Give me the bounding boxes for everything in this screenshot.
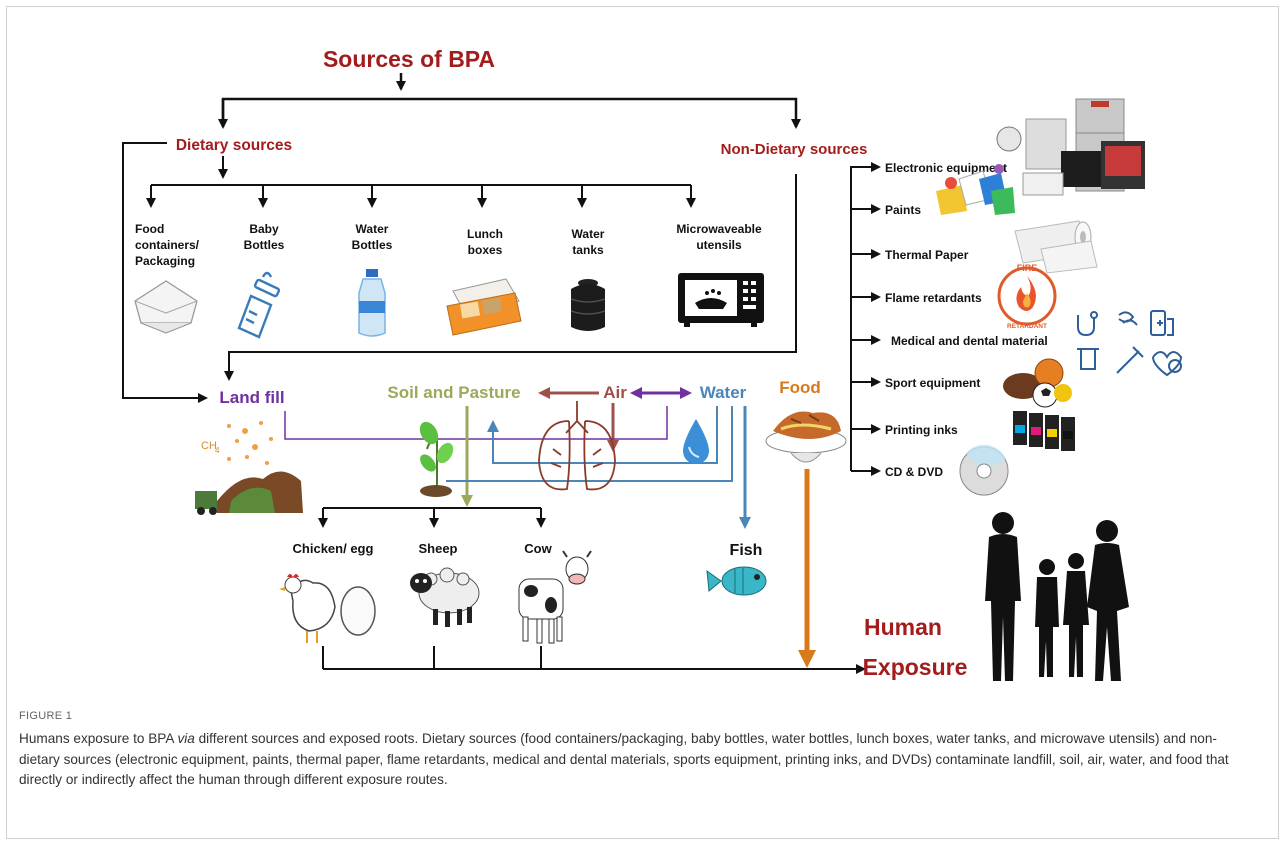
egg-icon <box>340 586 376 636</box>
dietary-label: Dietary sources <box>176 137 292 154</box>
svg-text:Packaging: Packaging <box>135 254 195 268</box>
chicken-icon <box>279 574 336 643</box>
paper-rolls-icon <box>1014 220 1098 274</box>
svg-text:containers/: containers/ <box>135 238 200 252</box>
svg-text:FIRE: FIRE <box>1017 263 1038 273</box>
svg-text:boxes: boxes <box>468 243 503 257</box>
dietary-item-water-bottles: Water Bottles <box>352 222 393 252</box>
figure-frame: Sources of BPA Dietary sources Non-Dieta… <box>6 6 1279 839</box>
lungs-icon <box>538 401 616 491</box>
svg-text:tanks: tanks <box>572 243 604 257</box>
diagram-title: Sources of BPA <box>323 46 495 72</box>
fish-icon <box>706 566 767 596</box>
dietary-branch-ticks <box>146 185 696 208</box>
plant-icon <box>419 421 454 497</box>
family-silhouette-icon <box>985 512 1129 681</box>
nondietary-item-electronics: Electronic equipment <box>885 161 1007 175</box>
landfill-icon: CH 4 <box>195 421 303 515</box>
svg-text:Bottles: Bottles <box>244 238 285 252</box>
nondietary-item-paints: Paints <box>885 203 921 217</box>
electronics-icon <box>996 98 1145 196</box>
sport-balls-icon <box>1003 358 1072 408</box>
figure-caption: Humans exposure to BPA via different sou… <box>19 731 1229 787</box>
microwave-icon <box>678 273 764 327</box>
svg-text:Food: Food <box>135 222 164 236</box>
svg-text:CH: CH <box>201 440 217 452</box>
nondietary-item-printing-inks: Printing inks <box>885 423 958 437</box>
bpa-sources-diagram: Sources of BPA Dietary sources Non-Dieta… <box>122 46 1183 681</box>
animals-to-human-line <box>322 646 864 669</box>
svg-text:Water: Water <box>356 222 389 236</box>
svg-text:Baby: Baby <box>249 222 279 236</box>
svg-text:Lunch: Lunch <box>467 227 503 241</box>
air-label: Air <box>603 383 627 402</box>
ink-cartridges-icon <box>1013 411 1075 451</box>
food-label: Food <box>779 378 821 397</box>
medical-icons <box>1077 310 1183 377</box>
svg-text:utensils: utensils <box>696 238 742 252</box>
fire-retardant-icon: FIRE RETARDANT <box>997 263 1057 330</box>
dietary-to-landfill-line <box>122 142 208 403</box>
nondietary-item-medical: Medical and dental material <box>891 334 1048 348</box>
dietary-item-water-tanks: Water tanks <box>572 227 605 257</box>
water-bottle-icon <box>358 269 386 337</box>
water-soil-loop-2 <box>446 406 733 482</box>
split-line <box>221 97 801 129</box>
nondietary-item-flame-retardants: Flame retardants <box>885 291 982 305</box>
landfill-water-line <box>284 406 668 440</box>
water-label: Water <box>700 383 747 402</box>
food-plate-icon <box>765 411 847 463</box>
nondietary-item-thermal-paper: Thermal Paper <box>885 248 969 262</box>
cd-disc-icon <box>959 444 1009 496</box>
animal-label-chicken: Chicken/ egg <box>293 541 374 556</box>
non-dietary-label: Non-Dietary sources <box>721 141 868 158</box>
dietary-item-baby-bottles: Baby Bottles <box>244 222 285 252</box>
human-exposure-line2: Exposure <box>863 654 968 680</box>
water-drop-icon <box>683 419 709 464</box>
nondietary-list-spine <box>850 166 869 471</box>
svg-text:Bottles: Bottles <box>352 238 393 252</box>
animal-label-sheep: Sheep <box>418 541 457 556</box>
paint-buckets-icon <box>936 164 1015 215</box>
lunch-box-icon <box>446 278 522 336</box>
human-exposure-line1: Human <box>864 614 942 640</box>
nondietary-item-sport: Sport equipment <box>885 376 980 390</box>
foam-container-icon <box>134 280 198 334</box>
water-tank-icon <box>570 279 606 331</box>
cow-icon <box>518 550 592 644</box>
nondietary-list-arrows <box>851 162 881 476</box>
fish-label: Fish <box>730 542 763 559</box>
svg-text:Microwaveable: Microwaveable <box>676 222 762 236</box>
svg-text:4: 4 <box>215 446 220 455</box>
animal-label-cow: Cow <box>524 541 552 556</box>
animals-branch-ticks <box>318 508 546 528</box>
soil-label: Soil and Pasture <box>387 383 520 402</box>
figure-label: FIGURE 1 <box>19 710 73 722</box>
nondietary-item-cd-dvd: CD & DVD <box>885 465 943 479</box>
svg-text:Water: Water <box>572 227 605 241</box>
baby-bottle-icon <box>237 271 281 339</box>
sheep-icon <box>410 567 480 627</box>
svg-text:RETARDANT: RETARDANT <box>1007 323 1047 330</box>
dietary-item-microwave: Microwaveable utensils <box>676 222 762 252</box>
dietary-item-food-containers: Food containers/ Packaging <box>135 222 200 268</box>
water-soil-loop-1 <box>487 406 718 464</box>
landfill-label: Land fill <box>219 388 284 407</box>
dietary-item-lunch-boxes: Lunch boxes <box>467 227 503 257</box>
nondietary-to-landfill-line <box>224 174 797 381</box>
